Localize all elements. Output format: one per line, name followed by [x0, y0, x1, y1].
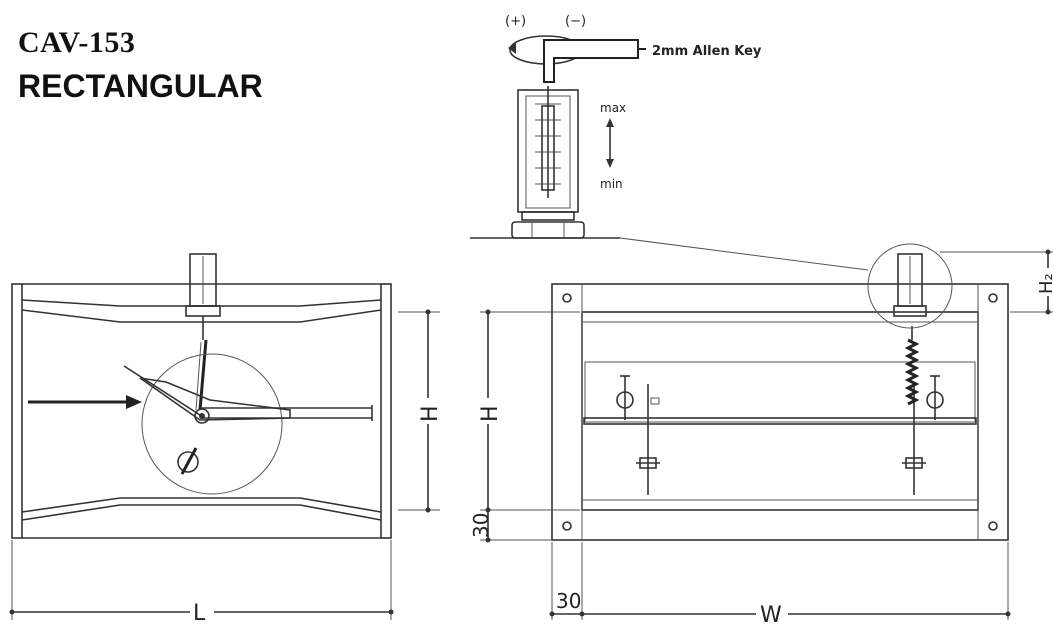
- min-label: min: [600, 177, 623, 191]
- type-title: RECTANGULAR: [18, 68, 263, 104]
- left-clamp: [616, 375, 660, 495]
- max-min-arrow-icon: [606, 118, 614, 168]
- right-clamp: [902, 375, 944, 495]
- allen-key-label: 2mm Allen Key: [652, 44, 762, 59]
- front-view: H₂ H 30 30 W: [469, 243, 1053, 624]
- airflow-arrow-icon: [28, 395, 142, 409]
- front-width-label: W: [760, 603, 782, 624]
- max-label: max: [600, 101, 626, 115]
- side-height-label: H: [418, 405, 443, 422]
- regulator-housing: [511, 86, 585, 239]
- adjustment-detail: (+) (−) 2mm Allen Key: [470, 14, 869, 271]
- minus-label: (−): [565, 14, 586, 29]
- side-view: H L: [9, 253, 443, 624]
- actuator-height-label: H₂: [1036, 273, 1053, 294]
- plus-label: (+): [505, 14, 526, 29]
- model-title: CAV-153: [18, 26, 136, 59]
- flange-label-vertical: 30: [469, 513, 493, 538]
- side-length-label: L: [193, 601, 206, 624]
- flange-label-horizontal: 30: [556, 589, 581, 613]
- front-height-label: H: [478, 405, 503, 422]
- allen-key-icon: [543, 39, 646, 83]
